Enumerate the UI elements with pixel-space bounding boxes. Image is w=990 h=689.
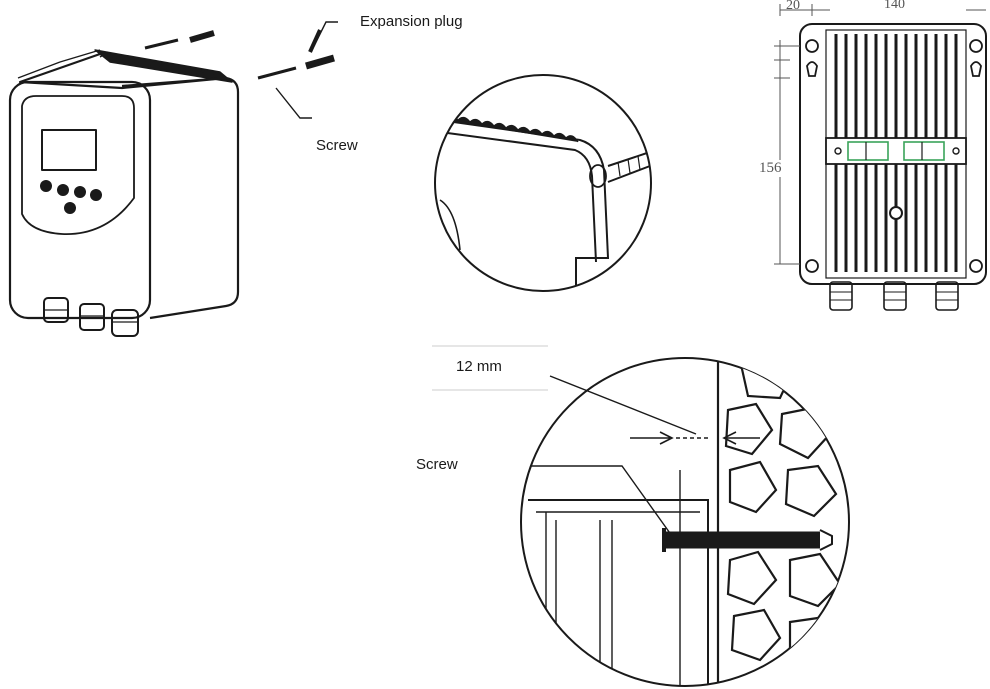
top-heat-fins <box>17 49 233 83</box>
inverter-front <box>8 80 152 320</box>
cable-glands <box>43 297 139 337</box>
rear-dimension-view <box>774 4 987 311</box>
screw-label-top: Screw <box>316 137 358 154</box>
screw-and-plug-parts <box>144 29 335 80</box>
dimension-156-label: 156 <box>759 160 782 177</box>
bottom-detail-view <box>432 345 850 687</box>
screw-detail <box>662 528 833 552</box>
keypad-buttons <box>40 180 102 214</box>
top-detail-view <box>434 74 652 292</box>
inverter-top <box>18 52 228 90</box>
leader-lines <box>275 21 338 119</box>
gap-measurement-label: 12 mm <box>456 358 502 375</box>
screw-label-bottom: Screw <box>416 456 458 473</box>
inverter-unit <box>8 49 240 337</box>
expansion-plug-label: Expansion plug <box>360 13 463 30</box>
lcd-screen <box>41 129 97 171</box>
dimension-20-label: 20 <box>786 0 800 13</box>
dimension-140-label: 140 <box>882 0 907 13</box>
rear-glands <box>829 281 959 311</box>
wall-stones <box>724 358 848 670</box>
inverter-side <box>121 76 240 320</box>
